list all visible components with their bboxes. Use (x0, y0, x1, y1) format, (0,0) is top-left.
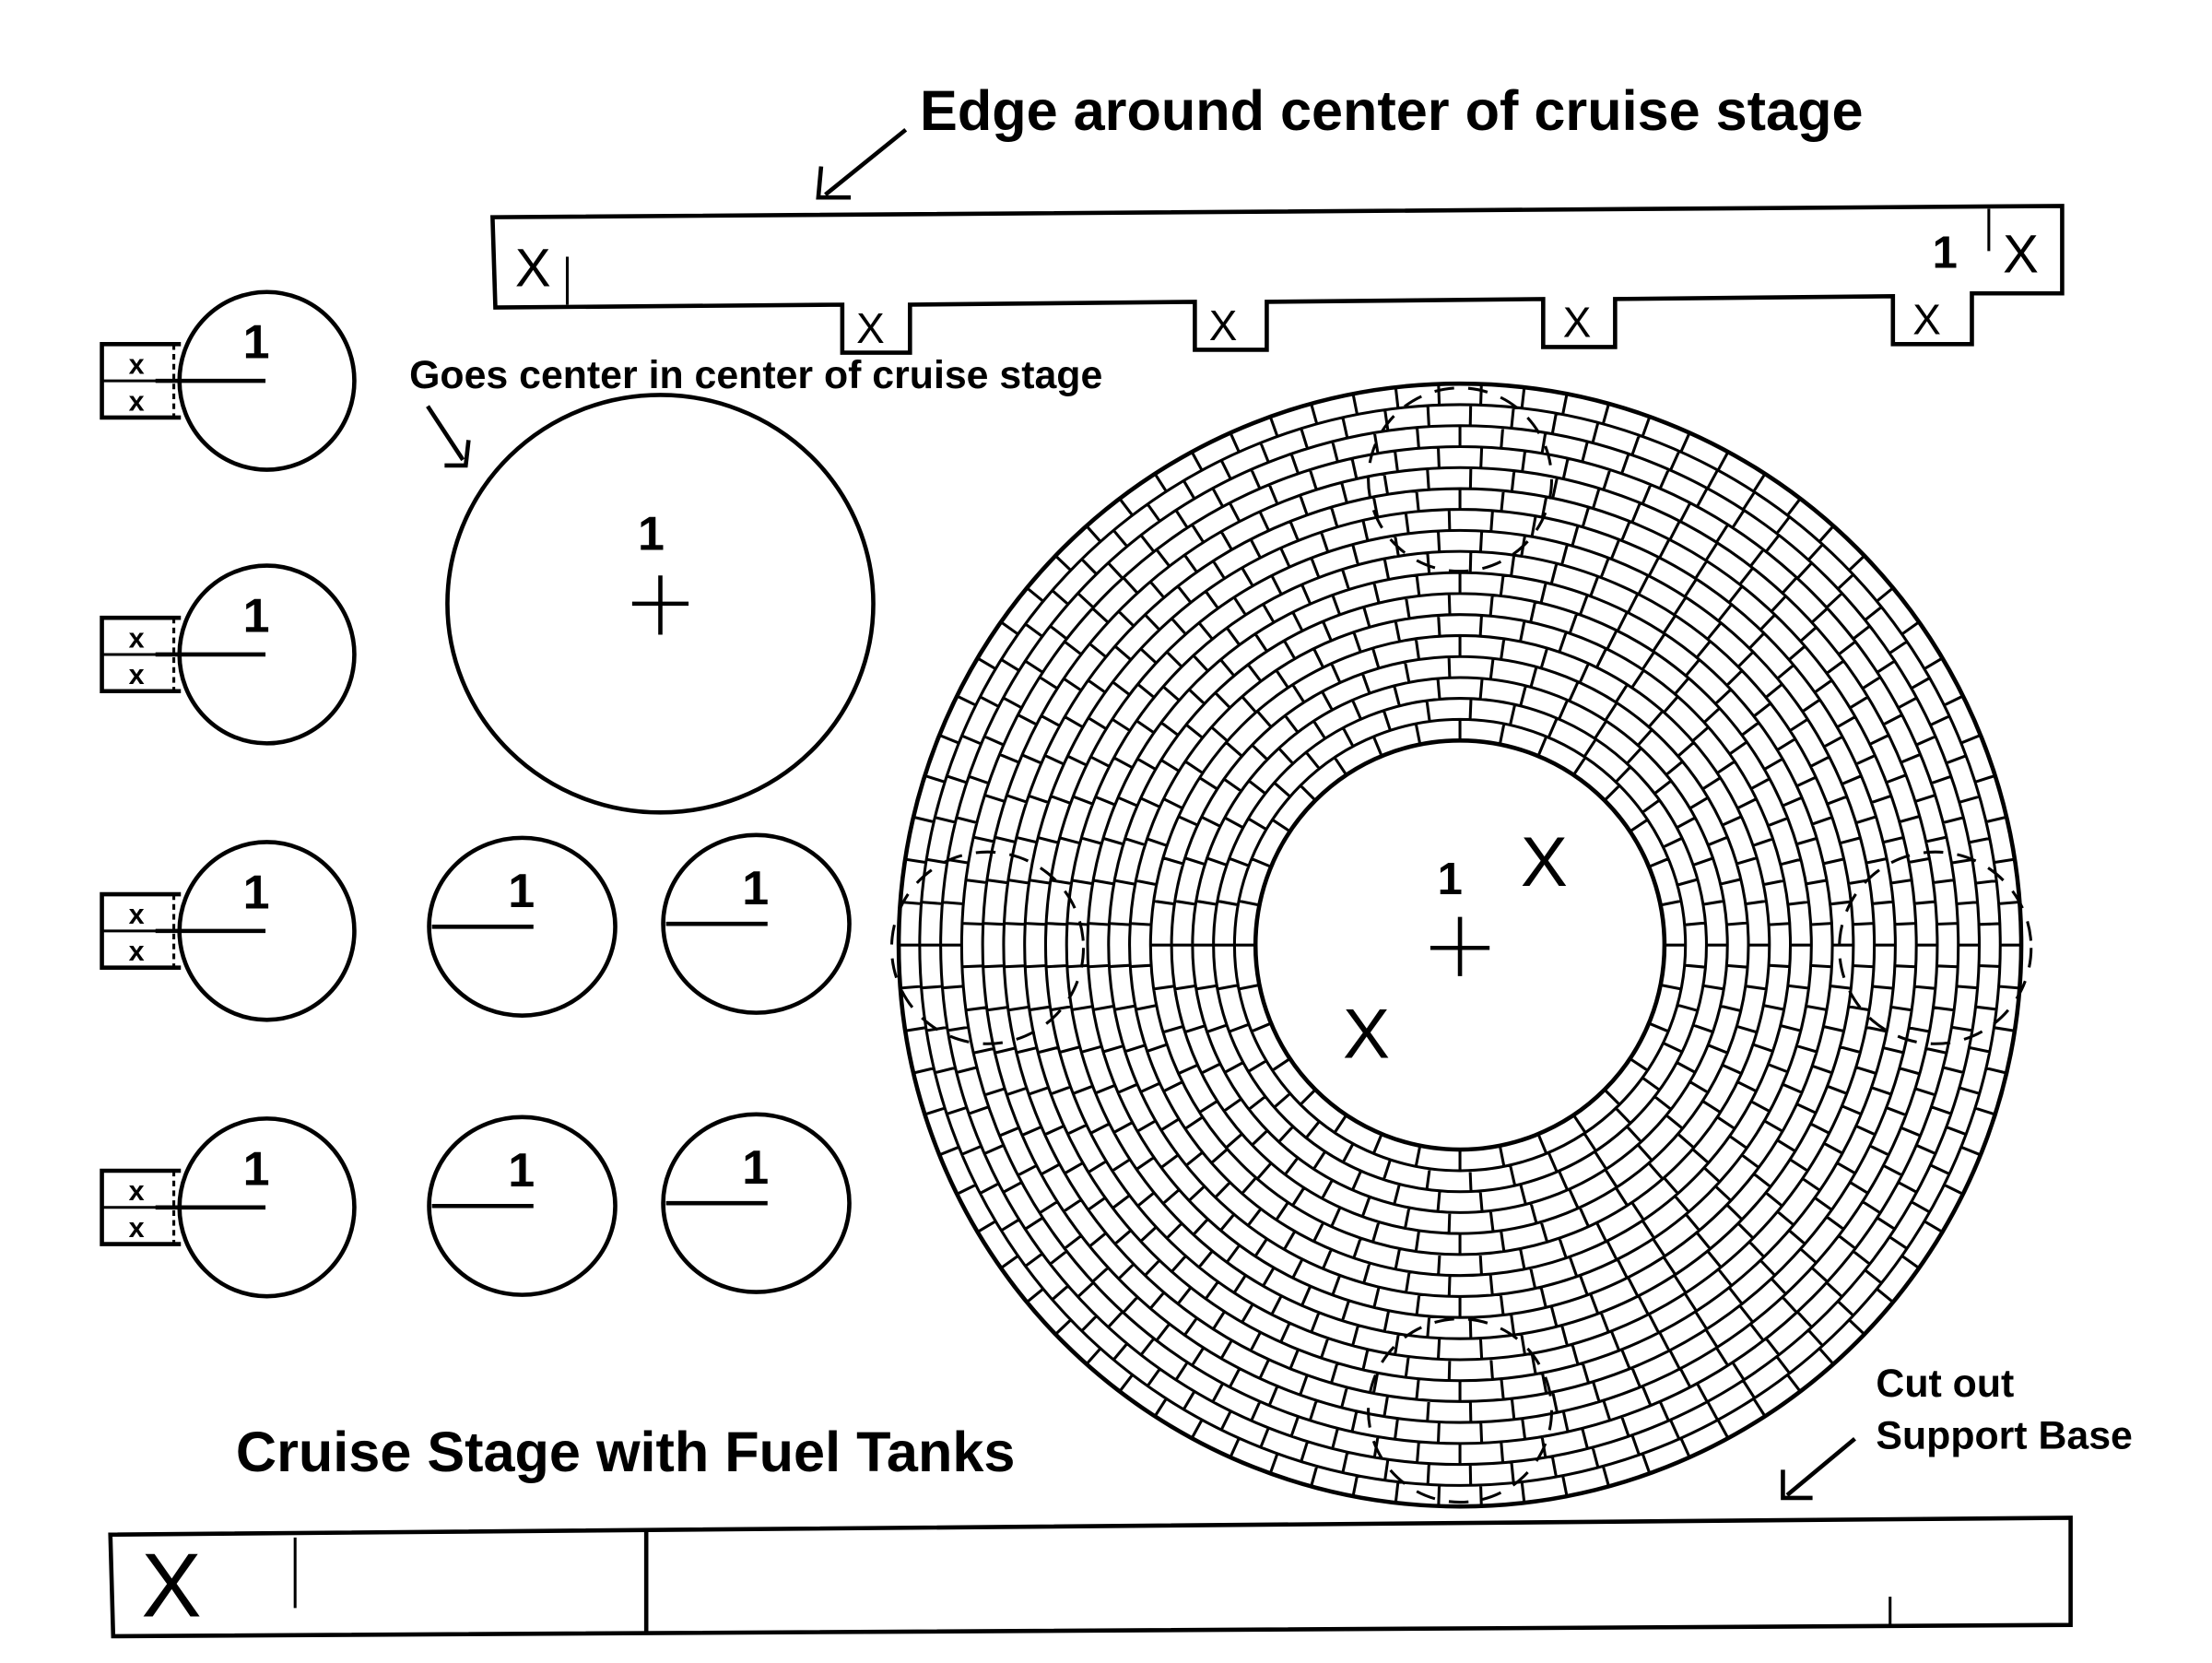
center-note: Goes center in center of cruise stage (409, 353, 1102, 397)
tank-one: 1 (508, 1144, 535, 1197)
edge-strip: X X 1 X X X X (490, 204, 2065, 355)
support-base-x: X (141, 1535, 201, 1636)
plain-tank-4: 1 (661, 1112, 852, 1294)
center-note-arrow (426, 405, 471, 468)
cutout-arrow (1781, 1436, 1856, 1501)
edge-tab-x-4: X (1912, 296, 1941, 344)
tank-placement-guide (889, 850, 1086, 1045)
tab-x-bottom: x (129, 1212, 145, 1244)
edge-x-right: X (2003, 224, 2039, 284)
tab-x-top: x (129, 348, 145, 380)
tank-placement-guide (1838, 850, 2033, 1045)
tank-one: 1 (243, 316, 270, 370)
center-disc-one: 1 (638, 508, 665, 561)
tab-x-top: x (129, 1175, 145, 1207)
ring-center-marks: 1 X X (1343, 823, 1568, 1074)
tank-one: 1 (742, 1141, 769, 1195)
tank-placement-guide (1367, 386, 1554, 573)
tabbed-tank-1: 1 xx (100, 289, 357, 472)
edge-tab-x-2: X (1209, 301, 1238, 349)
support-base-strip: X (108, 1516, 2073, 1639)
tank-one: 1 (243, 589, 270, 643)
tab-x-bottom: x (129, 659, 145, 690)
edge-title: Edge around center of cruise stage (920, 79, 1863, 142)
tab-x-top: x (129, 899, 145, 930)
tabbed-tank-3: 1 xx (100, 840, 357, 1022)
tab-x-bottom: x (129, 385, 145, 417)
tank-one: 1 (243, 866, 270, 919)
edge-arrow (816, 127, 908, 200)
main-title: Cruise Stage with Fuel Tanks (236, 1421, 1015, 1483)
tab-x-top: x (129, 622, 145, 654)
cutout-label-line1: Cut out (1876, 1362, 2014, 1406)
edge-one: 1 (1933, 229, 1958, 278)
edge-x-left: X (515, 239, 551, 299)
plain-tank-1: 1 (427, 835, 618, 1018)
brick-ring-support (889, 381, 2033, 1509)
tab-x-bottom: x (129, 936, 145, 967)
edge-tab-x-1: X (856, 304, 885, 352)
center-disc: 1 (445, 393, 876, 815)
tank-one: 1 (742, 862, 769, 915)
tabbed-tank-4: 1 xx (100, 1116, 357, 1299)
tank-one: 1 (243, 1142, 270, 1196)
ring-x-lower: X (1343, 996, 1390, 1074)
cutout-label-line2: Support Base (1876, 1413, 2132, 1457)
edge-tab-x-3: X (1563, 299, 1592, 347)
tank-placement-guide (1367, 1317, 1554, 1504)
tabbed-tank-2: 1 xx (100, 563, 357, 746)
tank-one: 1 (508, 865, 535, 918)
plain-tank-3: 1 (427, 1115, 618, 1297)
ring-x-upper: X (1521, 823, 1568, 902)
ring-one: 1 (1438, 855, 1463, 904)
plain-tank-2: 1 (661, 832, 852, 1015)
